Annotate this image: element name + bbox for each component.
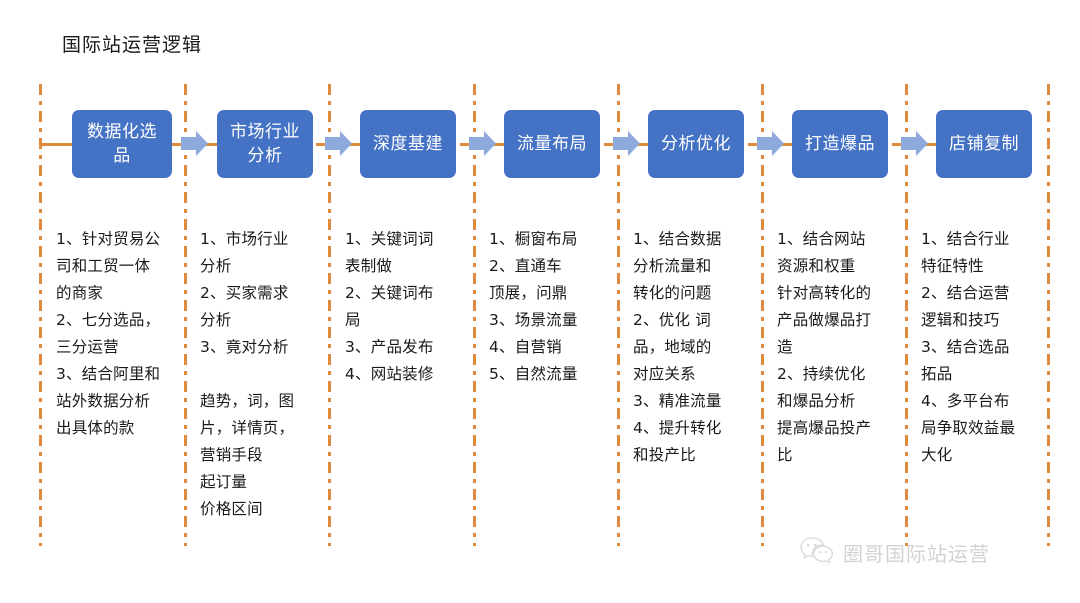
stage-label-line1: 数据化选	[87, 122, 157, 142]
stage-label-line1: 打造爆品	[805, 134, 875, 154]
column-body-4: 1、结合数据 分析流量和 转化的问题 2、优化 词 品，地域的 对应关系 3、精…	[633, 230, 722, 464]
arrow-right-icon-1	[181, 131, 208, 156]
arrow-right-icon-3	[469, 131, 496, 156]
arrow-right-icon-4	[613, 131, 640, 156]
stage-label-line1: 分析优化	[661, 134, 731, 154]
watermark-text: 圈哥国际站运营	[843, 542, 990, 566]
stage-box-深度基建[interactable]: 深度基建	[360, 110, 456, 178]
column-body-1: 1、市场行业 分析 2、买家需求 分析 3、竟对分析 趋势，词，图 片，详情页，…	[200, 230, 295, 518]
stage-label-line2: 分析	[247, 146, 283, 166]
column-body-0: 1、针对贸易公 司和工贸一体 的商家 2、七分选品， 三分运营 3、结合阿里和 …	[56, 230, 161, 437]
stage-box-店铺复制[interactable]: 店铺复制	[936, 110, 1032, 178]
stage-label-line1: 深度基建	[373, 134, 443, 154]
stage-box-市场行业分析[interactable]: 市场行业 分析	[217, 110, 313, 178]
stage-box-数据化选品[interactable]: 数据化选 品	[72, 110, 172, 178]
column-divider-4	[617, 84, 620, 546]
watermark: 圈哥国际站运营	[800, 536, 990, 569]
column-divider-1	[184, 84, 187, 546]
wechat-icon	[800, 536, 834, 569]
stage-label-line2: 品	[113, 146, 131, 166]
column-divider-7	[1047, 84, 1050, 546]
connector-line-0	[39, 143, 75, 146]
stage-label-line1: 流量布局	[517, 134, 587, 154]
arrow-right-icon-2	[325, 131, 352, 156]
column-divider-5	[761, 84, 764, 546]
column-body-6: 1、结合行业 特征特性 2、结合运营 逻辑和技巧 3、结合选品 拓品 4、多平台…	[921, 230, 1016, 464]
stage-label-line1: 市场行业	[230, 122, 300, 142]
page-title: 国际站运营逻辑	[62, 34, 203, 56]
arrow-right-icon-6	[901, 131, 928, 156]
stage-label-line1: 店铺复制	[949, 134, 1019, 154]
column-divider-2	[328, 84, 331, 546]
column-divider-3	[473, 84, 476, 546]
stage-box-打造爆品[interactable]: 打造爆品	[792, 110, 888, 178]
column-divider-6	[905, 84, 908, 546]
stage-box-流量布局[interactable]: 流量布局	[504, 110, 600, 178]
column-body-5: 1、结合网站 资源和权重 针对高转化的 产品做爆品打 造 2、持续优化 和爆品分…	[777, 230, 872, 464]
column-body-3: 1、橱窗布局 2、直通车 顶展，问鼎 3、场景流量 4、自营销 5、自然流量	[489, 230, 578, 383]
stage-box-分析优化[interactable]: 分析优化	[648, 110, 744, 178]
column-divider-0	[39, 84, 42, 546]
column-body-2: 1、关键词词 表制做 2、关键词布 局 3、产品发布 4、网站装修	[345, 230, 434, 383]
arrow-right-icon-5	[757, 131, 784, 156]
